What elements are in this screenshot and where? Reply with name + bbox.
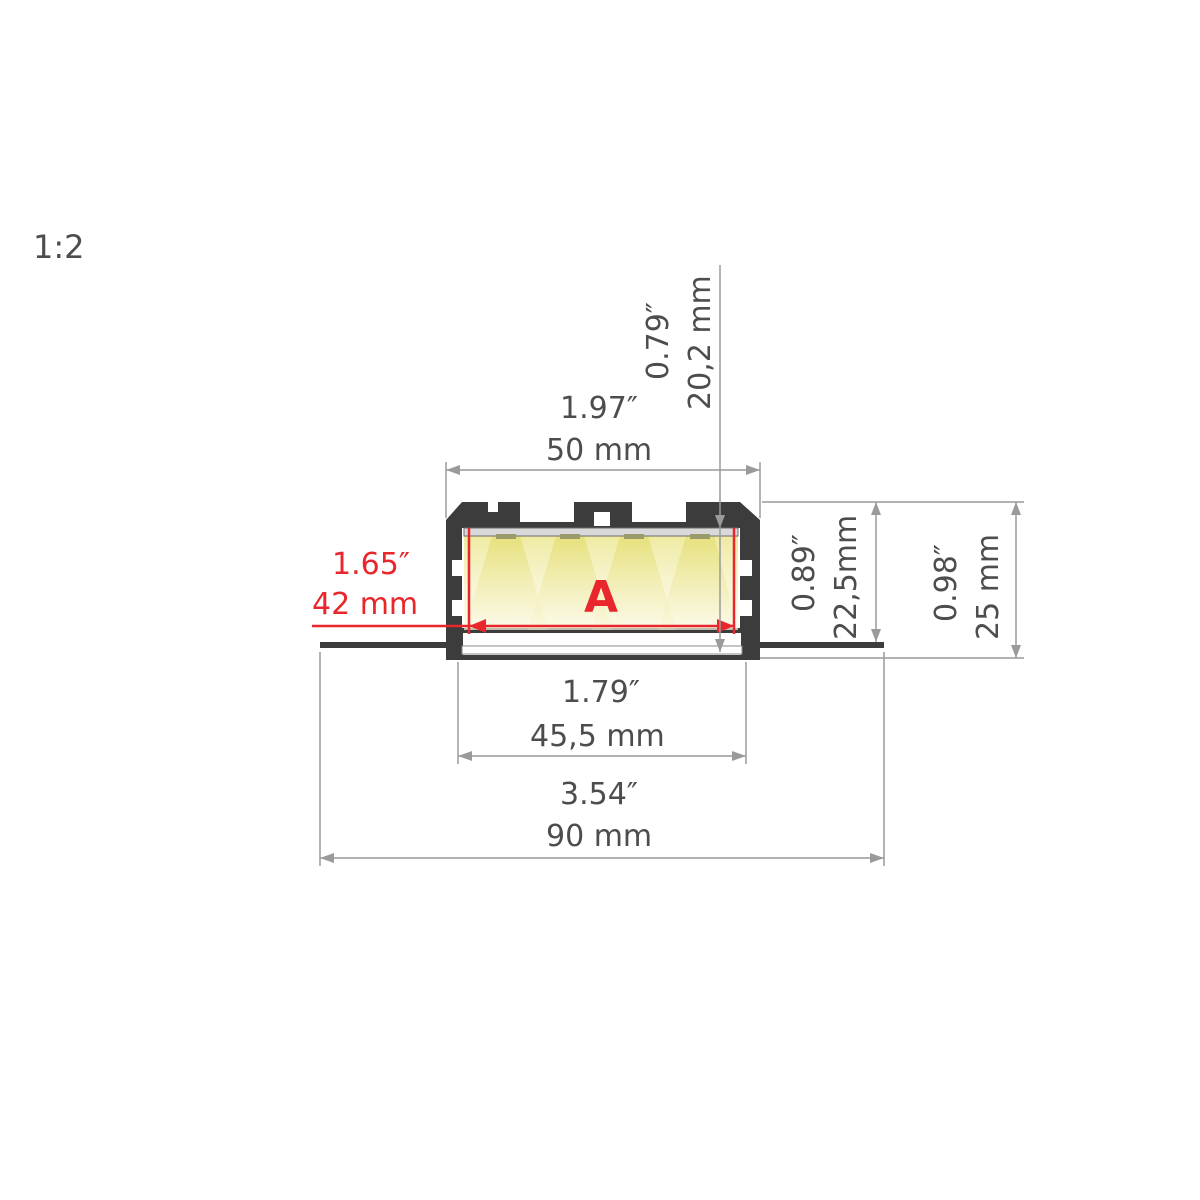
led-chip-3 [624,534,644,539]
total-height-dimension [760,501,1024,659]
beam-4 [658,536,738,630]
scale-label: 1:2 [33,228,85,266]
led-chip-4 [690,534,710,539]
bottom-width-dimension [457,662,747,764]
light-area [463,527,739,630]
top-width-inch: 1.97″ [560,391,638,426]
label-a: A [584,572,618,623]
inner-width-mm: 42 mm [312,587,418,622]
inner-height-inch: 0.89″ [787,534,822,612]
total-height-mm: 25 mm [971,534,1006,640]
flange-width-inch: 3.54″ [560,777,638,812]
flange-width-mm: 90 mm [546,819,652,854]
flange-width-dimension [319,652,885,866]
led-chip-1 [496,534,516,539]
bottom-width-mm: 45,5 mm [530,719,665,754]
beam-2 [528,536,612,630]
led-strip [463,527,739,537]
inner-width-inch: 1.65″ [332,547,410,582]
depth-mm: 20,2 mm [683,275,718,410]
bottom-width-inch: 1.79″ [562,675,640,710]
depth-inch: 0.79″ [641,302,676,380]
top-width-mm: 50 mm [546,433,652,468]
led-chip-2 [560,534,580,539]
inner-width-dimension [312,528,736,634]
depth-dimension [715,265,725,652]
total-height-inch: 0.98″ [929,544,964,622]
inner-height-mm: 22,5mm [829,515,864,640]
beam-3 [592,536,676,630]
beam-1 [464,536,548,630]
inner-height-dimension [762,501,884,642]
top-width-dimension [445,462,761,518]
